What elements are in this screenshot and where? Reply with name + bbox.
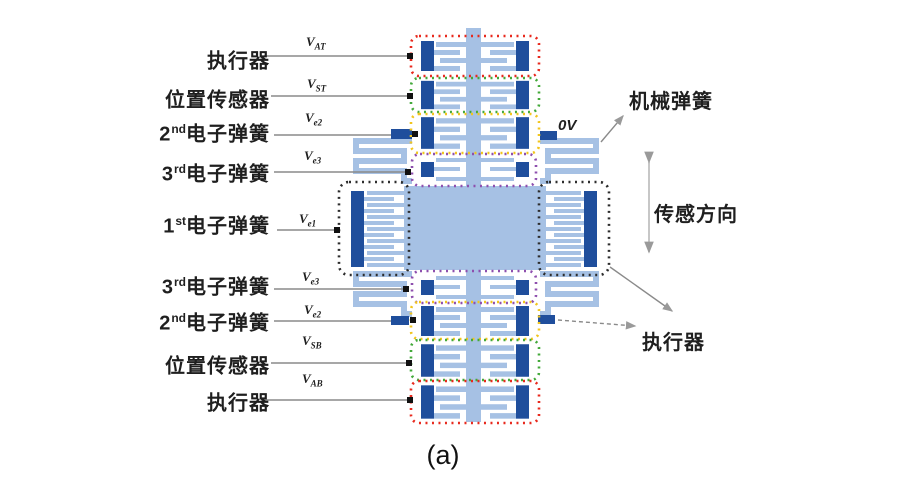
voltage-vst: VST [307, 76, 327, 94]
label-3rd-espring-bottom: 3rd电子弹簧 [161, 275, 270, 299]
label-0v: 0V [558, 117, 577, 134]
anchor-pads [391, 129, 557, 325]
voltage-ve2-top: Ve2 [305, 110, 323, 128]
label-position-sensor-bottom: 位置传感器 [165, 355, 270, 378]
label-1st-espring: 1st电子弹簧 [163, 214, 270, 238]
label-actuator-top: 执行器 [207, 50, 270, 73]
label-actuator-right: 执行器 [642, 332, 705, 354]
voltage-vab: VAB [302, 371, 323, 389]
annotation-arrows [557, 114, 674, 330]
figure-caption: (a) [426, 440, 460, 470]
label-3rd-espring-top: 3rd电子弹簧 [161, 162, 270, 186]
proof-mass [404, 186, 546, 270]
label-actuator-bottom: 执行器 [207, 392, 270, 415]
voltage-vsb: VSB [302, 333, 322, 351]
comb-sections-bottom [421, 272, 529, 422]
label-position-sensor-top: 位置传感器 [165, 89, 270, 112]
voltage-ve1: Ve1 [299, 211, 317, 229]
label-2nd-espring-top: 2nd电子弹簧 [159, 122, 270, 146]
voltage-ve3-bottom: Ve3 [302, 269, 320, 287]
label-mechanical-spring: 机械弹簧 [629, 91, 713, 113]
label-sense-direction: 传感方向 [654, 204, 738, 226]
voltage-ve3-top: Ve3 [304, 148, 322, 166]
voltage-vat: VAT [306, 34, 326, 52]
label-2nd-espring-bottom: 2nd电子弹簧 [159, 311, 270, 335]
leader-lines [264, 53, 418, 403]
voltage-ve2-bottom: Ve2 [304, 302, 322, 320]
